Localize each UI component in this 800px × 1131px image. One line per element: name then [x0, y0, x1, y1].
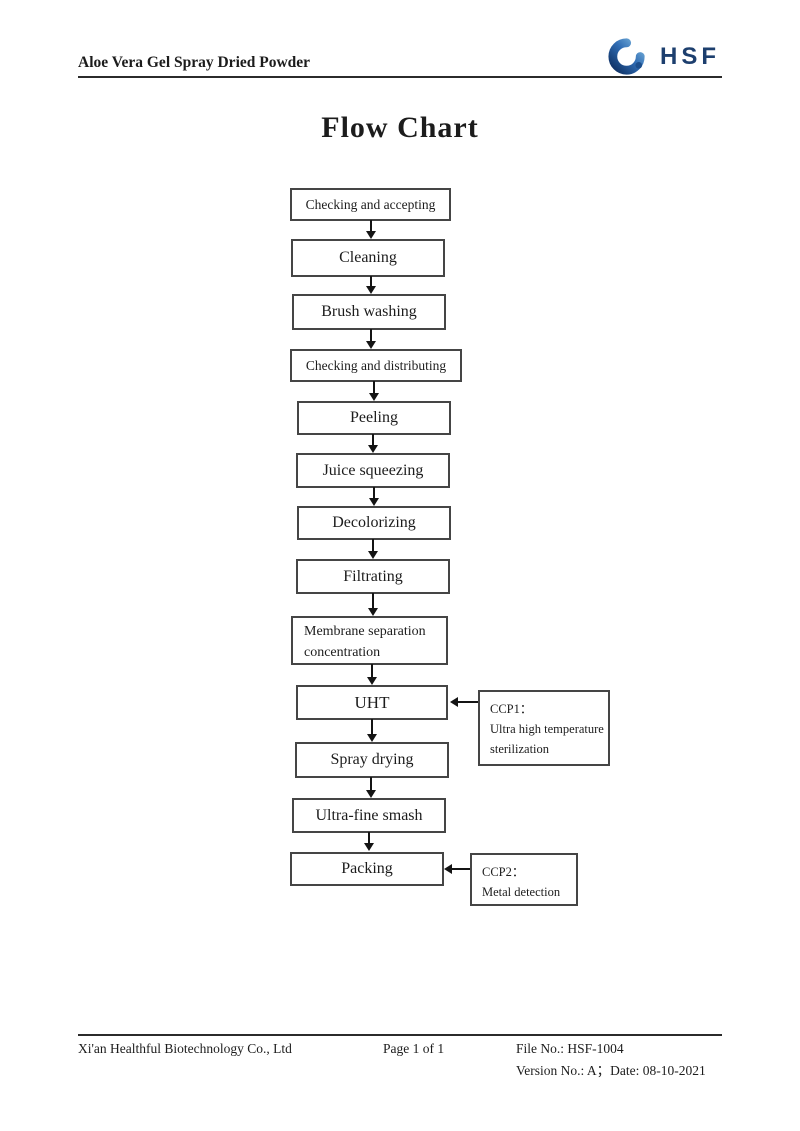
ccp1-line2: sterilization	[490, 742, 550, 756]
flow-arrow-down-icon	[362, 832, 376, 851]
footer-page-number: Page 1 of 1	[383, 1041, 445, 1056]
flow-step-filtrating: Filtrating	[296, 559, 450, 594]
flow-arrow-down-icon	[366, 593, 380, 616]
flow-step-decolorizing: Decolorizing	[297, 506, 451, 540]
flow-arrow-down-icon	[364, 777, 378, 798]
ccp2-arrow-left-icon	[444, 862, 470, 876]
page-title: Flow Chart	[321, 111, 479, 144]
flow-step-packing: Packing	[290, 852, 444, 886]
flow-step-peeling: Peeling	[297, 401, 451, 435]
flow-step-checking-and-accepting: Checking and accepting	[290, 188, 451, 221]
footer-file-number: File No.: HSF-1004	[516, 1041, 624, 1056]
flow-arrow-down-icon	[364, 329, 378, 349]
flow-step-cleaning: Cleaning	[291, 239, 445, 277]
flow-arrow-down-icon	[364, 220, 378, 239]
document-title: Aloe Vera Gel Spray Dried Powder	[78, 54, 311, 71]
flow-step-spray-drying: Spray drying	[295, 742, 449, 778]
ccp2-note: CCP2： Metal detection	[470, 853, 578, 906]
flow-step-uht: UHT	[296, 685, 448, 720]
flow-arrow-down-icon	[367, 381, 381, 401]
ccp2-title: CCP2：	[482, 865, 525, 879]
flow-arrow-down-icon	[365, 664, 379, 685]
ccp1-line1: Ultra high temperature	[490, 722, 604, 736]
header-divider	[78, 76, 722, 78]
flow-step-ultra-fine-smash: Ultra-fine smash	[292, 798, 446, 833]
flow-step-juice-squeezing: Juice squeezing	[296, 453, 450, 488]
ccp1-arrow-left-icon	[450, 695, 478, 709]
footer-company: Xi'an Healthful Biotechnology Co., Ltd	[78, 1041, 292, 1056]
footer-version: Version No.: A；Date: 08-10-2021	[516, 1063, 706, 1078]
flow-arrow-down-icon	[366, 539, 380, 559]
logo-text: HSF	[660, 42, 720, 70]
flow-arrow-down-icon	[364, 276, 378, 294]
flow-arrow-down-icon	[367, 487, 381, 506]
company-logo: HSF	[606, 34, 720, 79]
hsf-ring-icon	[606, 34, 651, 79]
flow-step-checking-and-distributing: Checking and distributing	[290, 349, 462, 382]
flow-arrow-down-icon	[365, 719, 379, 742]
flow-step-membrane-separation-concentration: Membrane separation concentration	[291, 616, 448, 665]
footer-divider	[78, 1034, 722, 1036]
flow-arrow-down-icon	[366, 434, 380, 453]
ccp1-title: CCP1：	[490, 702, 533, 716]
ccp1-note: CCP1： Ultra high temperature sterilizati…	[478, 690, 610, 766]
flow-step-brush-washing: Brush washing	[292, 294, 446, 330]
ccp2-line1: Metal detection	[482, 885, 561, 899]
